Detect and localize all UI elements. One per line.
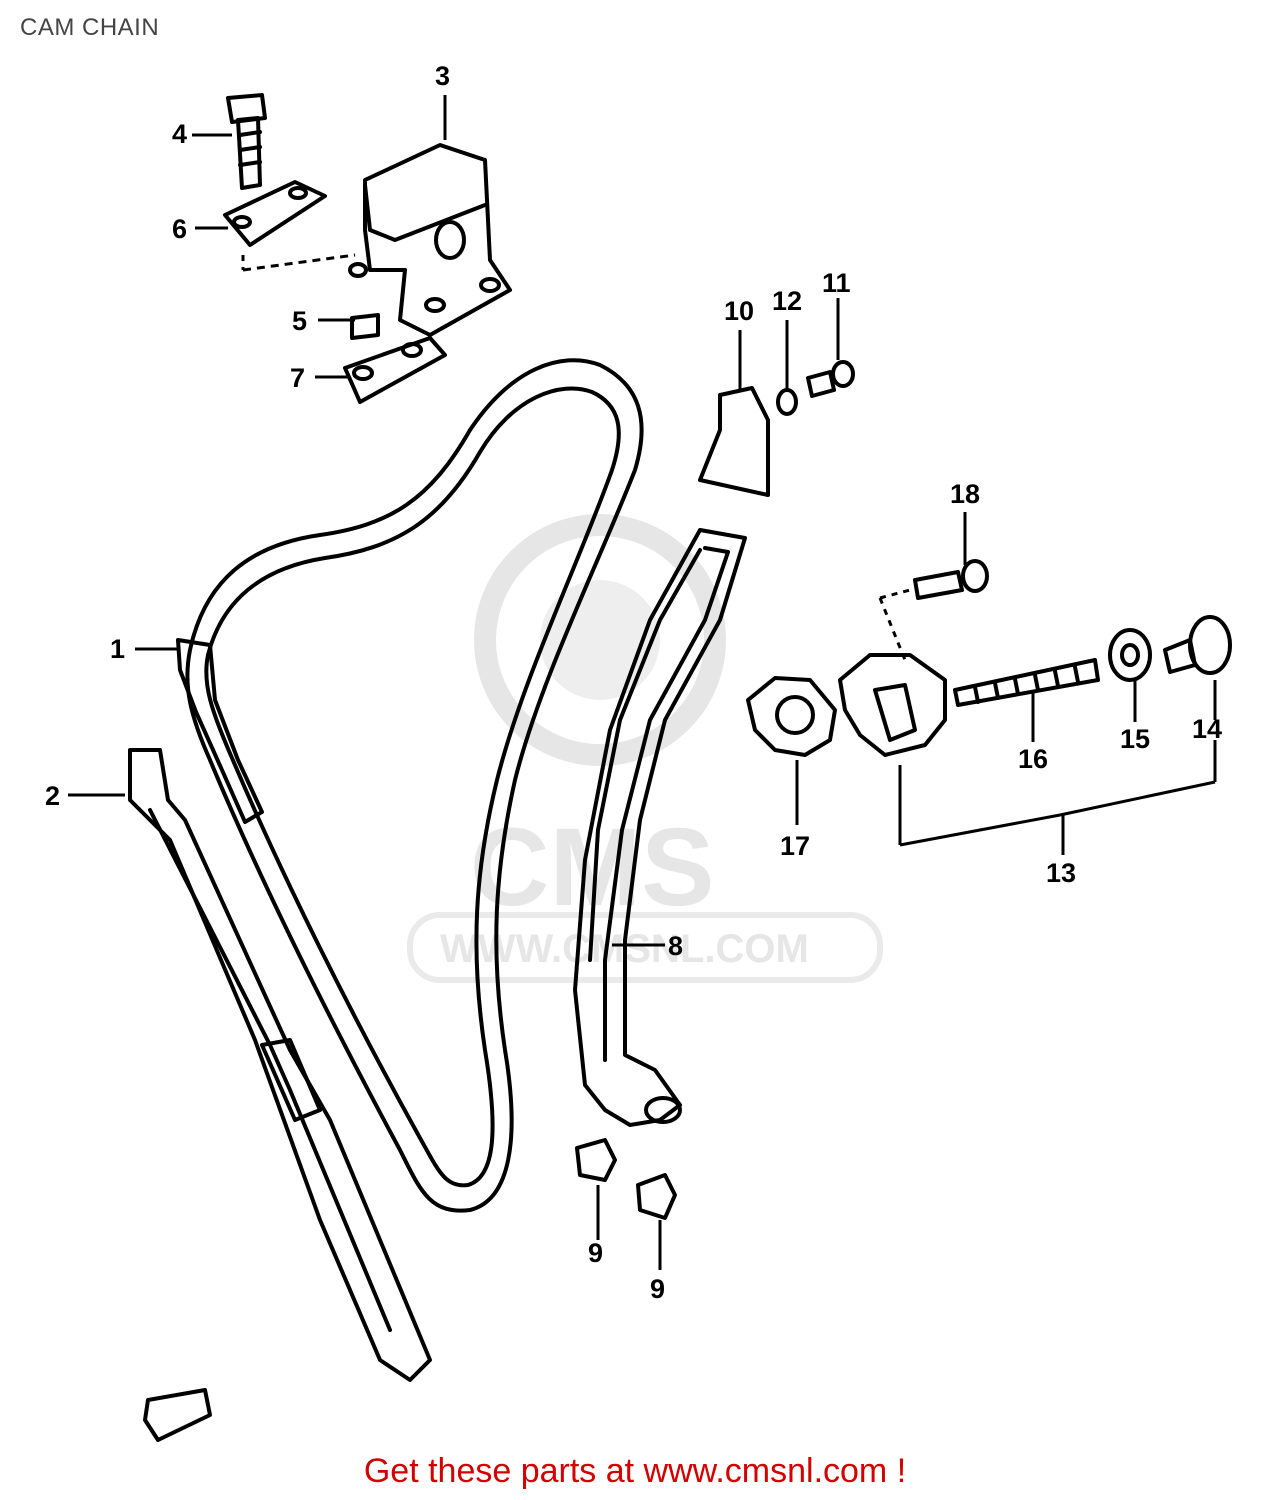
callout-9-a: 9	[588, 1238, 603, 1268]
plate-part-7	[343, 336, 447, 404]
callout-15: 15	[1120, 724, 1150, 754]
page-title: CAM CHAIN	[20, 14, 160, 41]
callout-14: 14	[1192, 714, 1222, 744]
callout-7: 7	[290, 363, 305, 393]
callout-9-b: 9	[650, 1274, 665, 1304]
cushion-part-9-b	[636, 1173, 677, 1220]
callout-6: 6	[172, 214, 187, 244]
callout-18: 18	[950, 479, 980, 509]
footer-link[interactable]: Get these parts at www.cmsnl.com !	[363, 1452, 907, 1490]
callout-4: 4	[172, 119, 187, 149]
callout-8: 8	[668, 931, 683, 961]
callout-17: 17	[780, 831, 810, 861]
gasket-part-17	[746, 676, 837, 757]
callout-3: 3	[435, 61, 450, 91]
callout-12: 12	[772, 286, 802, 316]
cushion-part-10	[698, 386, 770, 497]
spring-part-16	[953, 658, 1100, 707]
tensioner-body	[838, 653, 947, 757]
callout-1: 1	[110, 634, 125, 664]
cushion-part-9-a	[575, 1138, 617, 1182]
chain-guide-rear	[573, 528, 747, 1127]
callout-10: 10	[724, 296, 754, 326]
callout-11: 11	[822, 268, 851, 298]
plate-part-6	[223, 180, 327, 247]
callout-13: 13	[1046, 858, 1076, 888]
plug-part-14	[1163, 615, 1232, 675]
bolt-part-11	[806, 360, 855, 398]
washer-part-12	[776, 388, 798, 416]
collar-part-5	[350, 313, 380, 340]
upper-chain-guide	[348, 143, 512, 337]
bolt-part-4	[226, 93, 267, 190]
callout-2: 2	[45, 781, 60, 811]
washer-part-15	[1108, 628, 1152, 682]
callout-5: 5	[292, 306, 307, 336]
leader-lines	[68, 95, 1217, 1270]
watermark: CMS WWW.CMSNL.COM	[407, 514, 883, 983]
bolt-part-18	[913, 559, 989, 600]
chain-guide-front	[128, 748, 432, 1442]
cam-chain	[176, 358, 644, 1213]
callout-16: 16	[1018, 744, 1048, 774]
